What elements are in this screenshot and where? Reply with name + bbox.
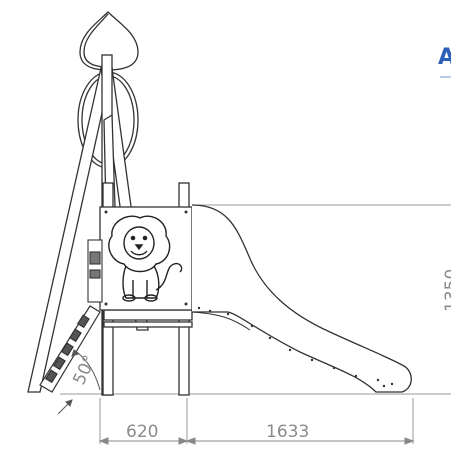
platform-height-dimension: 1350 [442, 269, 451, 312]
angle-label: 50° [69, 352, 100, 388]
dimension-lines [98, 437, 415, 445]
slide [191, 204, 412, 393]
slide-length-dimension: 1633 [266, 422, 309, 442]
angle-dimension [57, 349, 101, 415]
title-fragment: A [438, 45, 451, 70]
climbing-ladder [39, 305, 101, 393]
handle-detail [87, 239, 103, 303]
ladder-depth-dimension: 620 [126, 422, 158, 442]
lion-icon [108, 215, 183, 302]
extension-lines [60, 204, 451, 444]
